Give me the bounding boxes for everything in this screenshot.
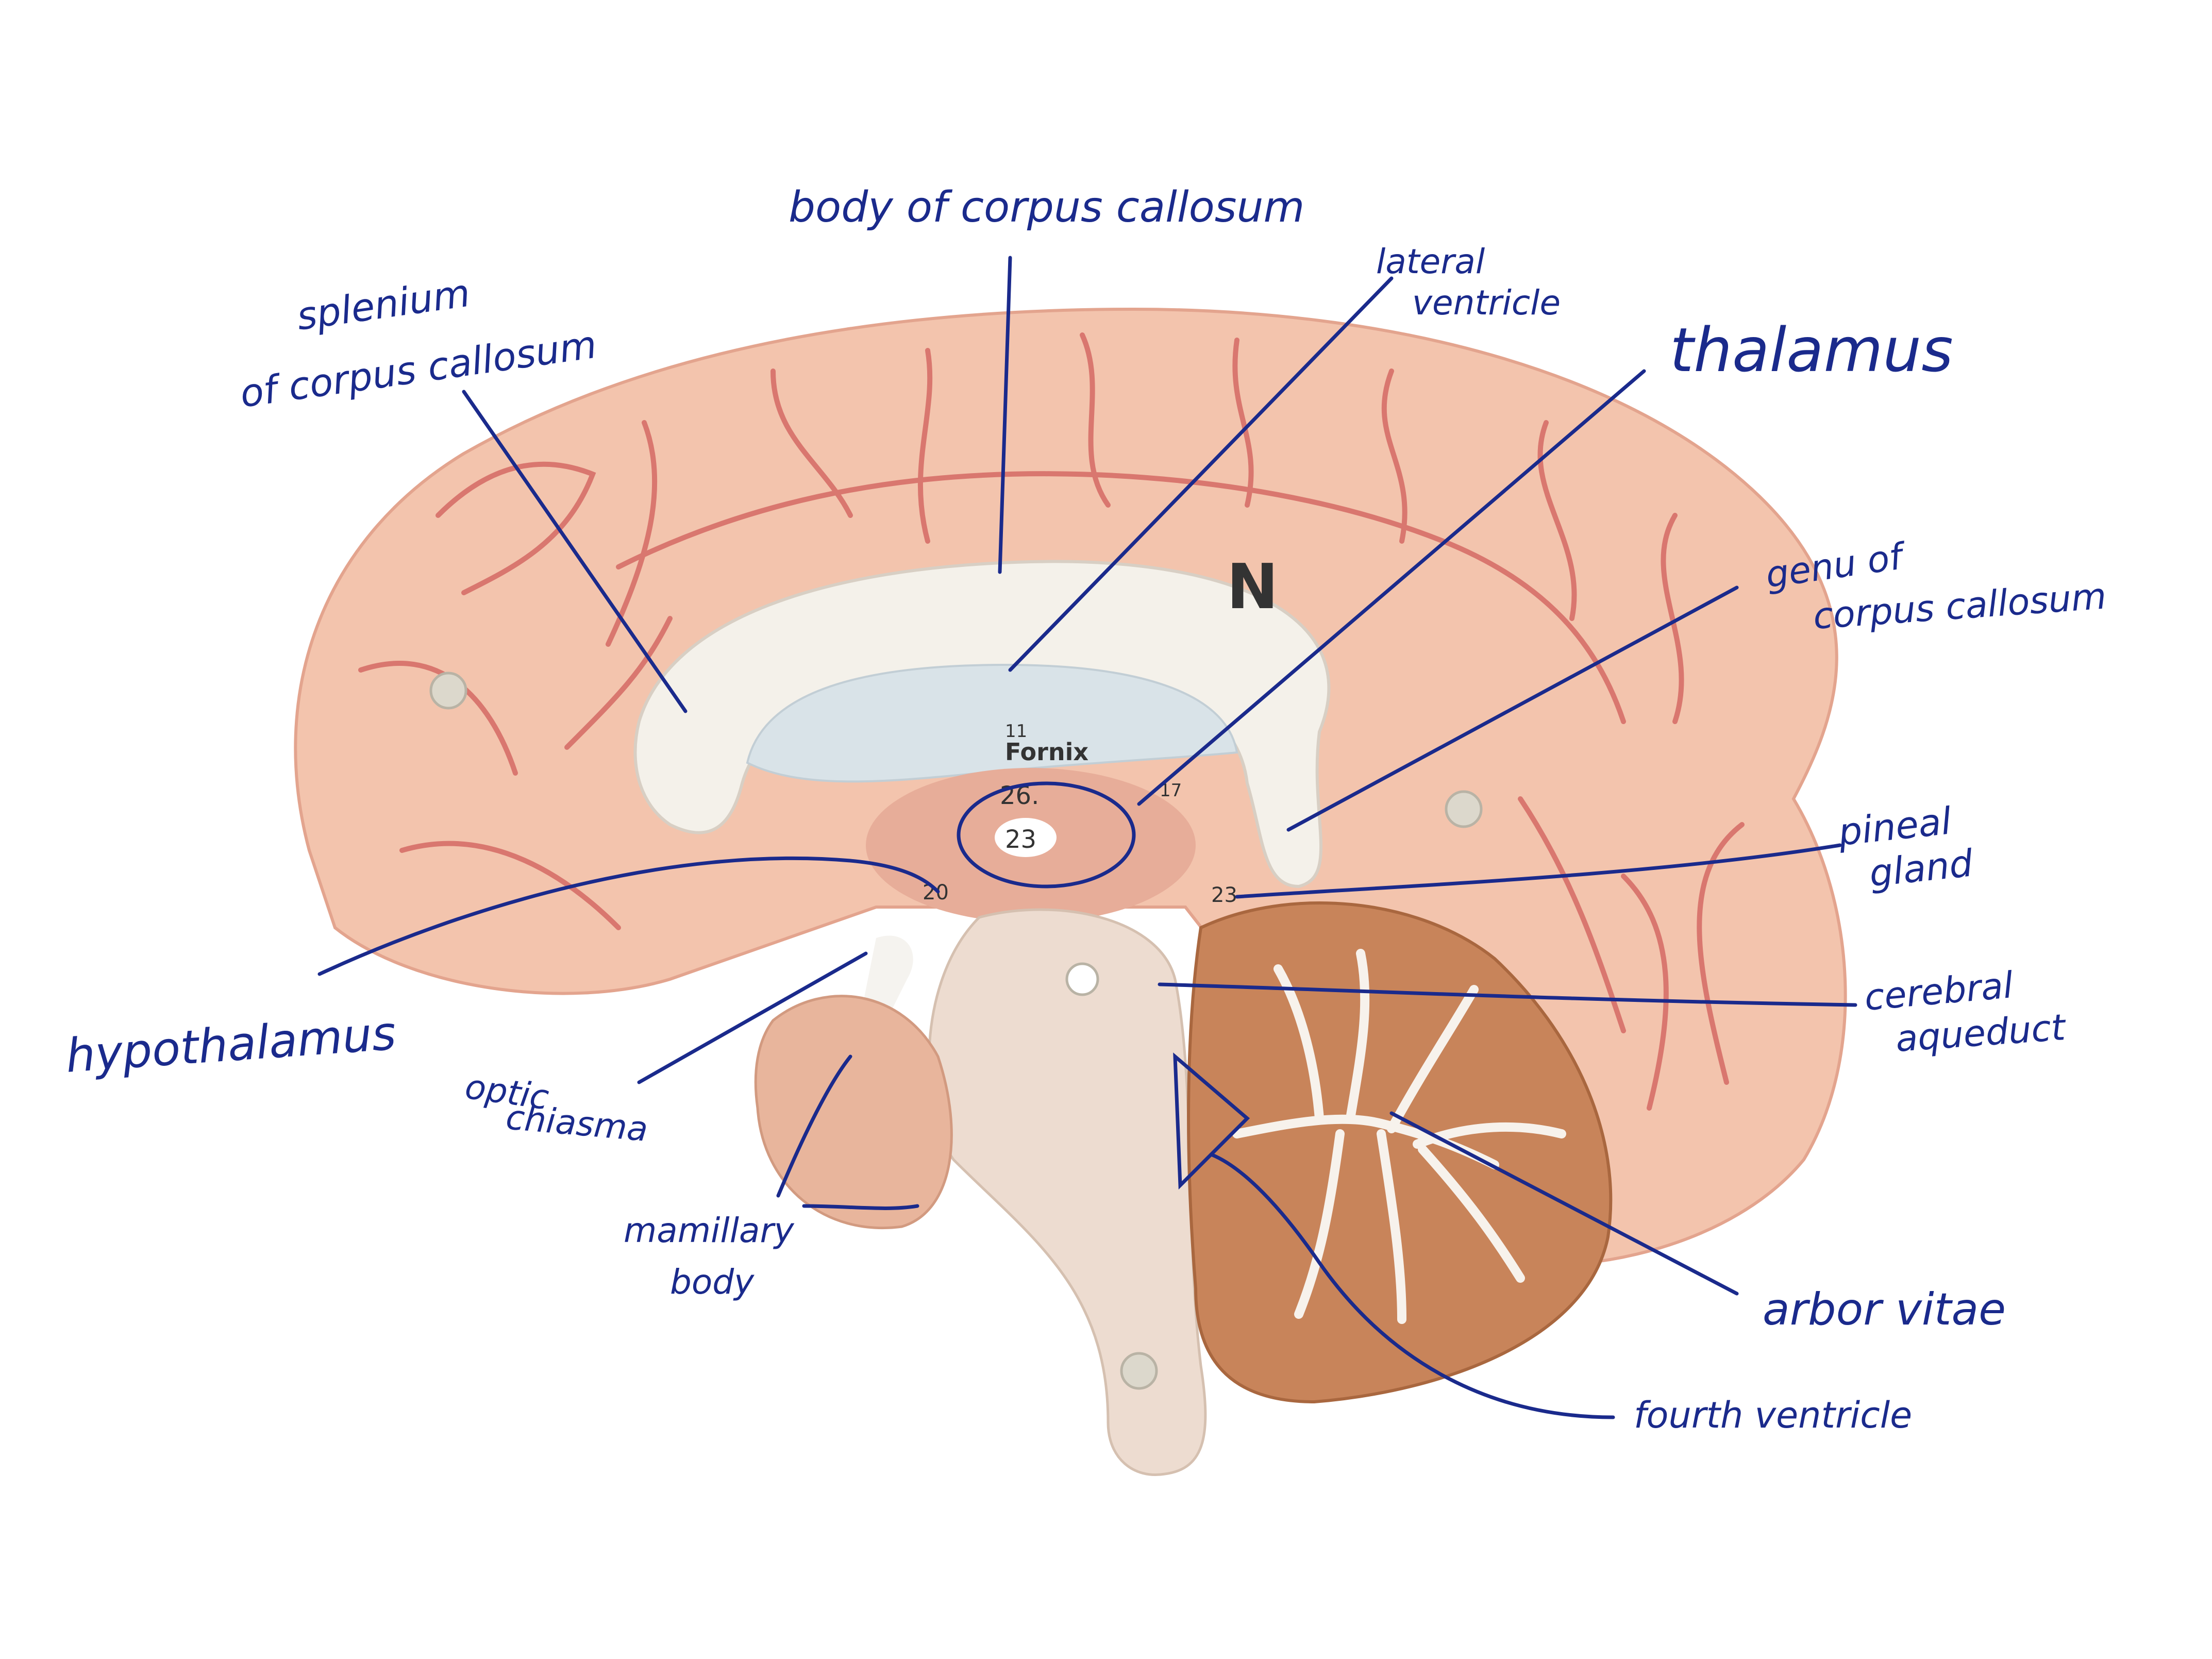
- model-mark-11: 11: [1005, 721, 1027, 742]
- label-lateral-ventricle-line1: lateral: [1376, 242, 1485, 281]
- model-mark-23-oval: [995, 818, 1057, 857]
- label-splenium-line2: of corpus callosum: [238, 323, 599, 416]
- label-thalamus: thalamus: [1670, 314, 1953, 386]
- brainstem: [928, 908, 1207, 1476]
- label-mamillary-body-line2: body: [670, 1262, 755, 1302]
- label-lateral-ventricle-line2: ventricle: [1412, 283, 1561, 323]
- sulci: [358, 332, 1745, 1111]
- label-optic-chiasma-line2: chiasma: [505, 1097, 650, 1149]
- label-arbor-vitae: arbor vitae: [1763, 1284, 2006, 1335]
- corpus-callosum: [633, 560, 1331, 889]
- model-mark-n: N: [1227, 551, 1278, 623]
- magnet-pin: [429, 672, 467, 710]
- temporal-lobe: [754, 995, 953, 1230]
- leader-lines: [317, 256, 1857, 1419]
- label-fourth-ventricle: fourth ventricle: [1634, 1394, 1912, 1436]
- magnet-pin: [1065, 962, 1099, 996]
- thalamus-circle: [957, 781, 1136, 889]
- lateral-ventricle-region: [746, 663, 1238, 783]
- magnet-pin: [1120, 1352, 1158, 1390]
- label-splenium-line1: splenium: [294, 271, 473, 339]
- model-mark-23: 23: [1005, 825, 1036, 854]
- model-mark-20: 20: [923, 881, 949, 904]
- model-mark-fornix: Fornix: [1005, 738, 1088, 766]
- label-hypothalamus: hypothalamus: [64, 1006, 397, 1083]
- label-genu-line2: corpus callosum: [1812, 575, 2107, 638]
- label-mamillary-body-line1: mamillary: [624, 1211, 795, 1250]
- model-mark-23b: 23: [1211, 883, 1237, 907]
- magnet-pin: [1445, 790, 1483, 828]
- cerebellum: [1187, 901, 1613, 1404]
- label-body-of-corpus-callosum: body of corpus callosum: [789, 183, 1304, 232]
